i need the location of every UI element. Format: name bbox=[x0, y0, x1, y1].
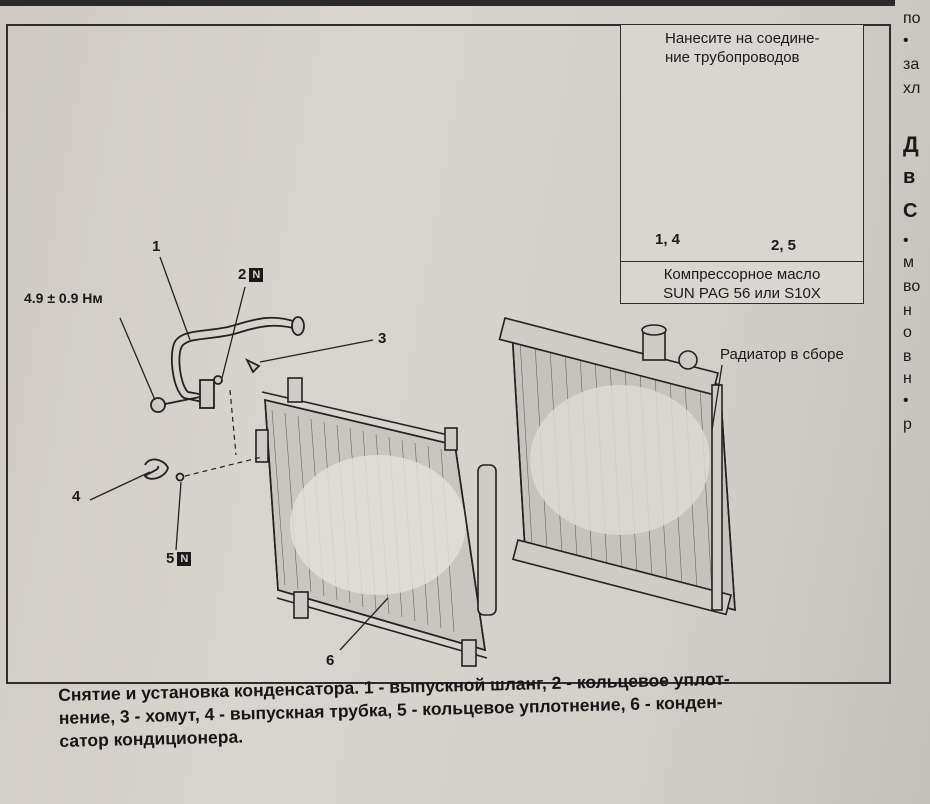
side-text: • bbox=[903, 32, 909, 49]
side-text: о bbox=[903, 324, 912, 341]
side-text: по bbox=[903, 10, 921, 27]
inset-label-right: 2, 5 bbox=[771, 237, 797, 254]
inset-footer-line1: Компрессорное масло bbox=[663, 266, 821, 283]
side-text: во bbox=[903, 278, 921, 295]
side-text: • bbox=[903, 392, 909, 409]
side-text: м bbox=[903, 254, 914, 271]
new-part-icon: N bbox=[249, 268, 264, 282]
inset-note: Нанесите на соедине- ние трубопроводов bbox=[665, 29, 819, 67]
radiator-assembly bbox=[498, 317, 736, 616]
hose-and-tube bbox=[143, 316, 305, 482]
side-text: за bbox=[903, 56, 920, 73]
side-text: н bbox=[903, 370, 912, 387]
figure-frame bbox=[6, 24, 891, 684]
inset-footer: Компрессорное масло SUN PAG 56 или S10X bbox=[621, 261, 863, 303]
label-2-number: 2 bbox=[238, 266, 247, 283]
label-3: 3 bbox=[378, 330, 387, 347]
leader-lines bbox=[89, 256, 723, 651]
side-heading: в bbox=[903, 166, 916, 188]
top-border bbox=[0, 0, 895, 6]
side-heading: С bbox=[903, 200, 918, 222]
radiator-label: Радиатор в сборе bbox=[720, 346, 844, 363]
inset-footer-line2: SUN PAG 56 или S10X bbox=[663, 285, 821, 302]
side-heading: Д bbox=[903, 132, 919, 157]
label-5-number: 5 bbox=[166, 550, 175, 567]
inset-label-left: 1, 4 bbox=[655, 231, 681, 248]
new-part-icon: N bbox=[177, 552, 192, 566]
inset-detail: Нанесите на соедине- ние трубопроводов 1… bbox=[620, 24, 864, 304]
label-4: 4 bbox=[72, 488, 81, 505]
side-text: хл bbox=[903, 80, 921, 97]
inset-note-line2: ние трубопроводов bbox=[665, 49, 800, 66]
torque-spec: 4.9 ± 0.9 Нм bbox=[24, 290, 103, 306]
side-text: в bbox=[903, 348, 912, 365]
inset-note-line1: Нанесите на соедине- bbox=[665, 30, 820, 47]
condenser-assembly bbox=[255, 377, 497, 667]
side-text: • bbox=[903, 232, 909, 249]
side-text: р bbox=[903, 416, 912, 433]
label-6: 6 bbox=[326, 652, 335, 669]
side-text: н bbox=[903, 302, 912, 319]
label-1: 1 bbox=[152, 238, 161, 255]
